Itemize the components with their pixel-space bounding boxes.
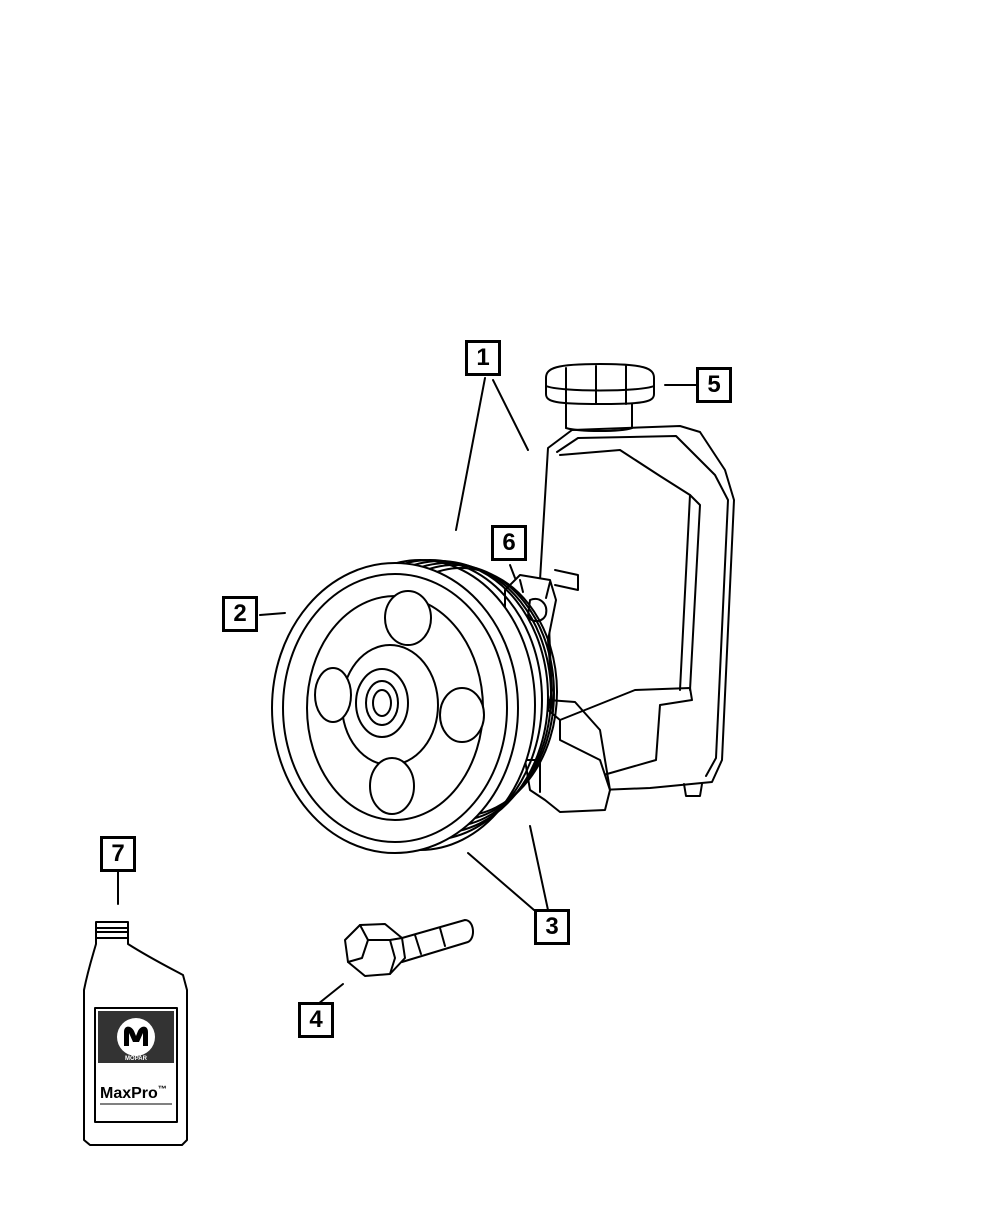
product-label: MaxPro™ xyxy=(100,1084,172,1105)
pump-body-drawing xyxy=(504,574,611,813)
callout-1: 1 xyxy=(465,340,501,376)
mopar-logo: MOPAR xyxy=(117,1018,155,1062)
callout-7: 7 xyxy=(100,836,136,872)
cap-drawing xyxy=(545,363,655,432)
bolt-drawing xyxy=(344,919,474,977)
callout-6: 6 xyxy=(491,525,527,561)
callout-5: 5 xyxy=(696,367,732,403)
callout-2: 2 xyxy=(222,596,258,632)
product-name: MaxPro™ xyxy=(100,1084,167,1102)
callout-4: 4 xyxy=(298,1002,334,1038)
reservoir-drawing xyxy=(539,425,735,797)
brand-logo-text: MOPAR xyxy=(125,1056,148,1062)
leader-lines xyxy=(117,377,697,1005)
pulley-drawing xyxy=(271,559,558,854)
callout-3: 3 xyxy=(534,909,570,945)
